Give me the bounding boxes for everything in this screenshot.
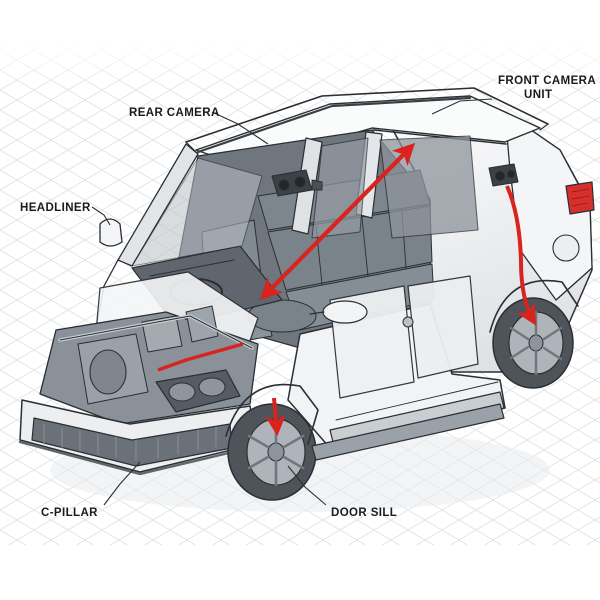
label-line: FRONT CAMERA xyxy=(498,75,596,87)
rear-quarter-cable xyxy=(505,185,537,326)
rear-wheel xyxy=(492,297,574,389)
strut-brace-edge xyxy=(59,315,253,349)
leader-front-camera-unit xyxy=(431,98,493,115)
leader-c-pillar xyxy=(103,461,141,506)
callout-leaders xyxy=(91,98,493,506)
label-line: REAR CAMERA xyxy=(129,107,220,119)
label-headliner: HEADLINER xyxy=(20,202,91,214)
rear-side-window xyxy=(379,135,479,239)
label-line: C-PILLAR xyxy=(41,507,98,519)
engine-bay-route xyxy=(157,342,244,372)
rocker-panel xyxy=(311,403,505,461)
label-c-pillar: C-PILLAR xyxy=(41,507,98,519)
leader-door-sill xyxy=(287,465,327,506)
label-line: HEADLINER xyxy=(20,202,91,214)
leader-headliner xyxy=(91,206,111,226)
front-wheel-arch xyxy=(225,383,319,445)
front-camera-module xyxy=(488,163,519,187)
windshield xyxy=(131,157,263,267)
label-line: DOOR SILL xyxy=(331,507,397,519)
side-mirror-right xyxy=(322,300,368,324)
routing-arrows xyxy=(157,142,537,437)
door-handle xyxy=(402,316,414,328)
taillight xyxy=(565,181,595,215)
front-wheel xyxy=(227,403,317,501)
airbox xyxy=(141,315,183,353)
side-mirror-left xyxy=(99,218,123,247)
leader-rear-camera xyxy=(211,111,269,145)
label-front-camera-unit: FRONT CAMERA UNIT xyxy=(498,75,599,101)
rear-door xyxy=(407,275,479,379)
engine-pulley xyxy=(89,349,127,395)
front-wheel-arrow xyxy=(265,397,286,437)
label-door-sill: DOOR SILL xyxy=(331,507,397,519)
fuel-door xyxy=(552,234,580,262)
cabin-diagonal-arrow xyxy=(259,142,416,301)
callout-labels: FRONT CAMERA UNIT REAR CAMERA HEADLINER … xyxy=(20,75,599,519)
label-line: UNIT xyxy=(524,89,552,101)
bumper-lip xyxy=(18,440,260,476)
rear-wheel-arch xyxy=(489,279,579,333)
label-rear-camera: REAR CAMERA xyxy=(129,107,220,119)
roof-rail-left xyxy=(196,96,472,154)
